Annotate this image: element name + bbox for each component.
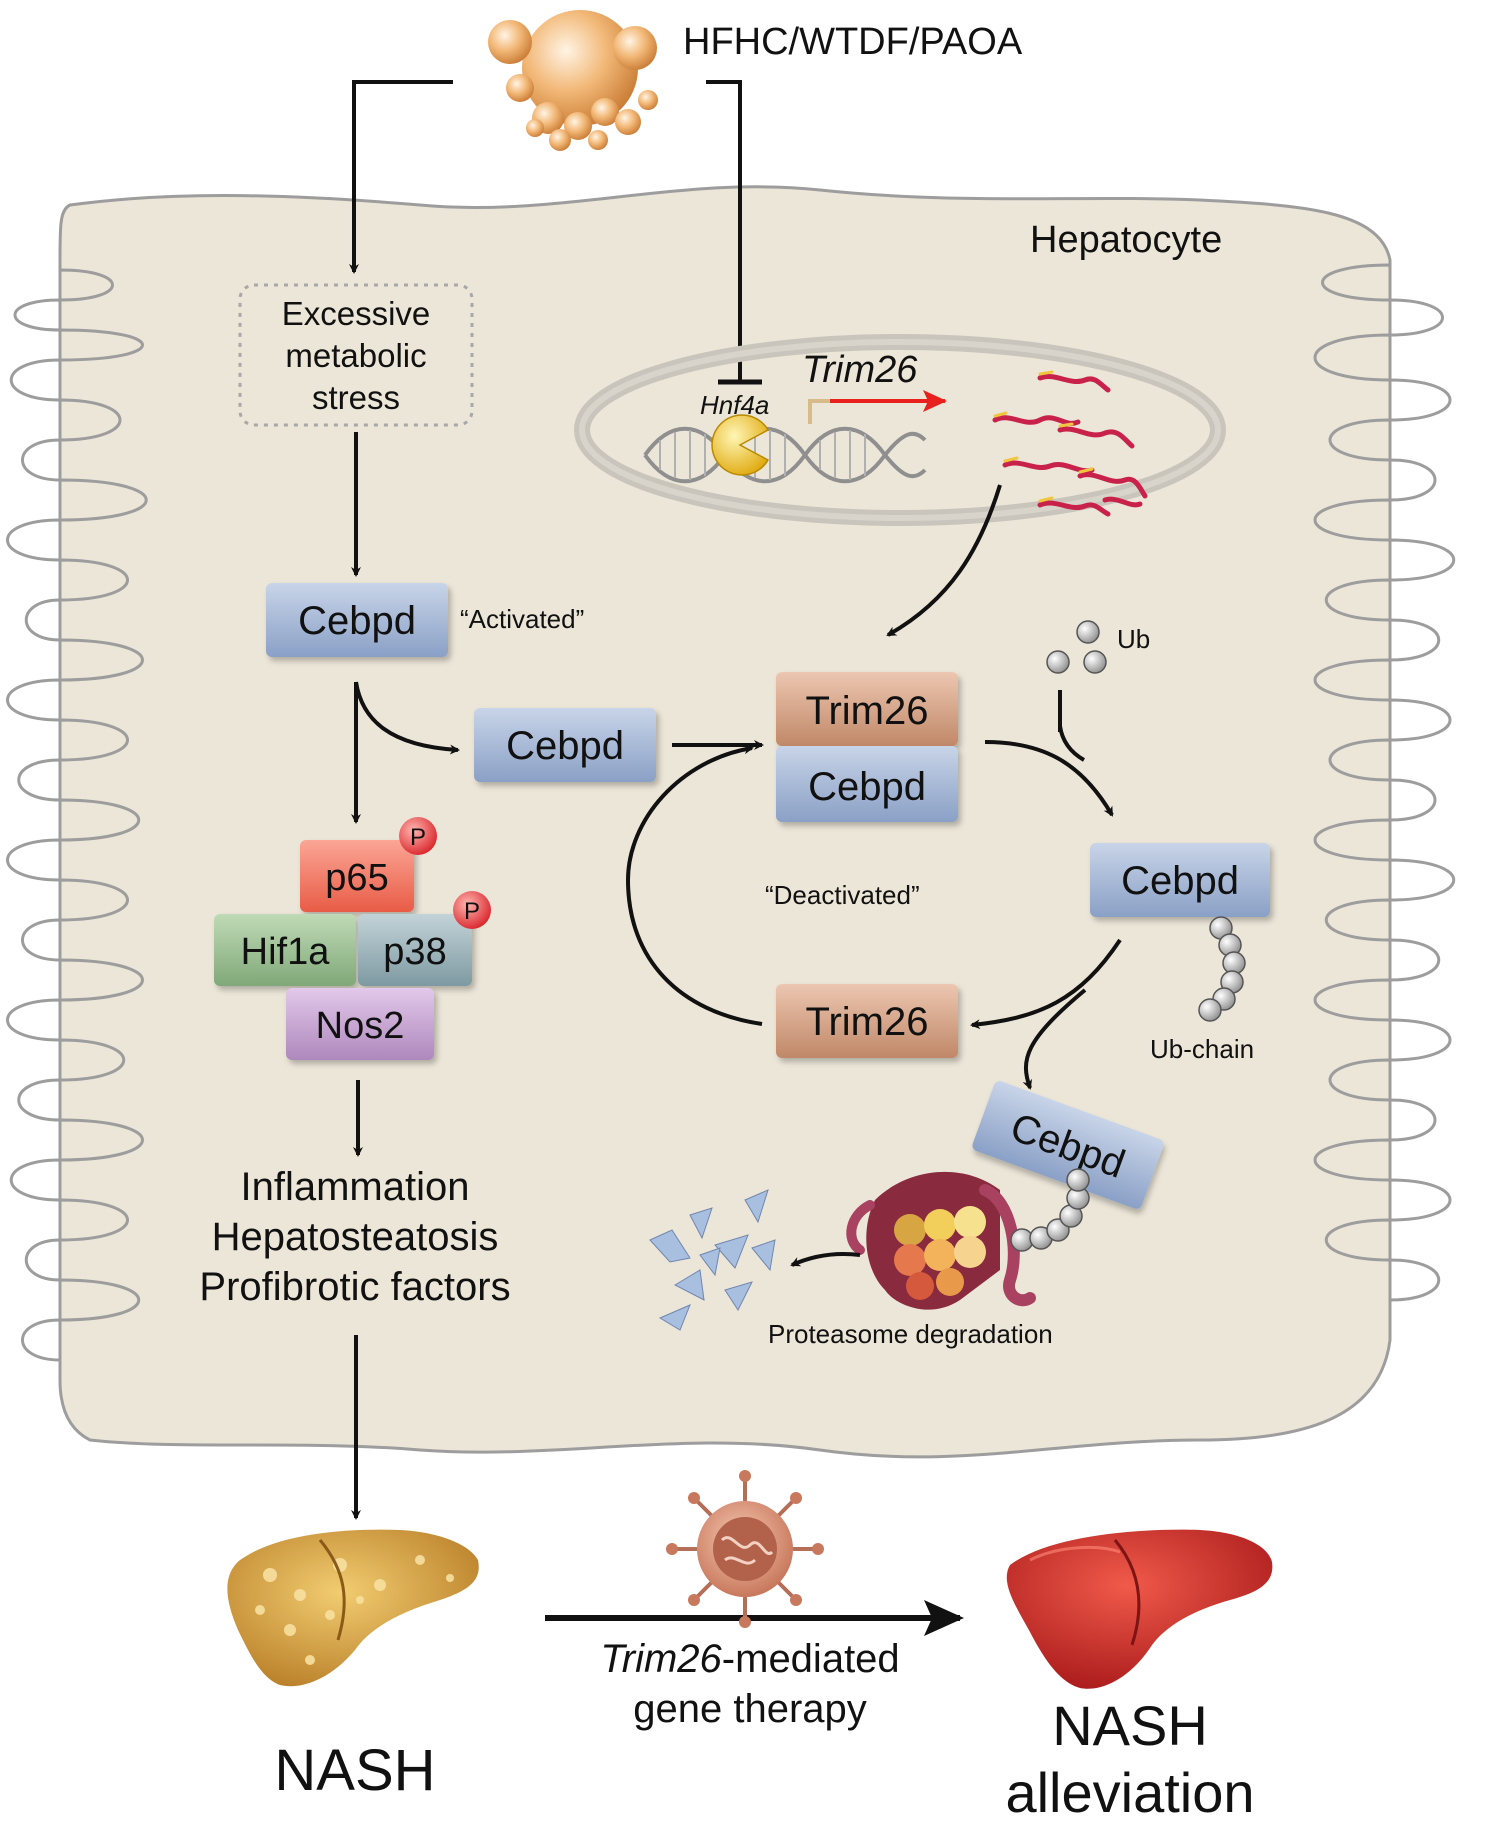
p65-label: p65: [325, 857, 388, 899]
ubiquitinated-to-degradation-arrow: [1022, 988, 1087, 1090]
p38-label: p38: [383, 931, 446, 973]
therapy-line-2: gene therapy: [633, 1687, 867, 1731]
outcome-inflammation: Inflammation: [241, 1165, 470, 1209]
healthy-liver-icon: [1006, 1529, 1273, 1689]
cebpd-degradation-box: Cebpd: [972, 1081, 1164, 1209]
svg-text:Trim26: Trim26: [806, 1000, 929, 1044]
signaling-complex: p65 Hif1a p38 Nos2: [214, 840, 472, 1060]
proteasome-ub-chain-icon: [1010, 1168, 1090, 1252]
stimulus-to-stress-arrow: [349, 80, 453, 274]
proteasome-icon: [846, 1171, 1036, 1310]
svg-text:P: P: [410, 824, 426, 851]
hif1a-label: Hif1a: [241, 931, 331, 973]
nos2-label: Nos2: [316, 1005, 405, 1047]
mrna-to-complex-arrow: [886, 484, 1002, 637]
fatty-liver-icon: [227, 1529, 479, 1687]
complex-trim26-label: Trim26: [806, 689, 929, 733]
svg-text:P: P: [464, 898, 480, 925]
phospho-p38-icon: P: [453, 891, 491, 929]
alleviation-line-1: NASH: [1052, 1694, 1208, 1757]
stimulus-label: HFHC/WTDF/PAOA: [683, 21, 1023, 63]
transcription-start-mark: [808, 399, 830, 424]
lipid-droplets-icon: [488, 10, 658, 151]
peptide-fragments-icon: [649, 1189, 776, 1331]
ub-chain-icon: [1198, 916, 1246, 1022]
therapy-suffix: -mediated: [722, 1637, 900, 1681]
trim26-gene-label: Trim26: [802, 349, 918, 391]
proteasome-label: Proteasome degradation: [768, 1319, 1053, 1349]
complex-cebpd-label: Cebpd: [808, 765, 926, 809]
dna-helix-icon: [643, 426, 927, 484]
therapy-gene: Trim26: [600, 1637, 722, 1681]
svg-text:Cebpd: Cebpd: [298, 599, 416, 643]
ubiquitinated-to-trim26-arrow: [970, 938, 1122, 1030]
cebpd-activated-box: Cebpd: [266, 583, 448, 657]
cebpd-ubiquitinated-box: Cebpd: [1090, 843, 1270, 917]
mrna-icon: [992, 370, 1148, 517]
stress-line-2: metabolic: [285, 337, 426, 374]
ub-chain-label: Ub-chain: [1150, 1034, 1254, 1064]
outcome-hepatosteatosis: Hepatosteatosis: [212, 1215, 499, 1259]
deactivated-label: “Deactivated”: [765, 880, 920, 910]
cebpd-free-box: Cebpd: [474, 708, 656, 782]
svg-text:Cebpd: Cebpd: [1121, 859, 1239, 903]
stress-line-3: stress: [312, 379, 400, 416]
hnf4a-label: Hnf4a: [700, 390, 769, 420]
nash-label: NASH: [274, 1738, 435, 1803]
ubiquitin-label: Ub: [1117, 624, 1150, 654]
cell-label: Hepatocyte: [1030, 219, 1222, 261]
stress-box: [238, 283, 474, 427]
trim26-recycled-box: Trim26: [776, 984, 958, 1058]
hnf4a-pacman-icon: [711, 414, 770, 476]
complex-to-ubiquitinated-arrow: [984, 740, 1114, 817]
alleviation-line-2: alleviation: [1005, 1761, 1254, 1824]
stimulus-inhibits-hnf4a: [706, 80, 742, 380]
svg-text:Cebpd: Cebpd: [506, 724, 624, 768]
proteasome-to-fragments-arrow: [790, 1252, 861, 1267]
cebpd-to-free-arrow: [354, 681, 460, 755]
nucleus: [574, 334, 1226, 526]
trim26-recycle-arrow: [625, 744, 763, 1026]
viral-vector-icon: [666, 1470, 824, 1628]
stress-line-1: Excessive: [282, 295, 431, 332]
activated-label: “Activated”: [460, 604, 584, 634]
trim26-cebpd-complex: Trim26 Cebpd: [776, 672, 958, 822]
ub-merge-curve: [1058, 725, 1086, 762]
ubiquitin-icon: [1046, 620, 1107, 674]
phospho-p65-icon: P: [399, 817, 437, 855]
outcome-profibrotic: Profibrotic factors: [199, 1265, 510, 1309]
therapy-line-1: Trim26-mediated: [600, 1637, 899, 1681]
